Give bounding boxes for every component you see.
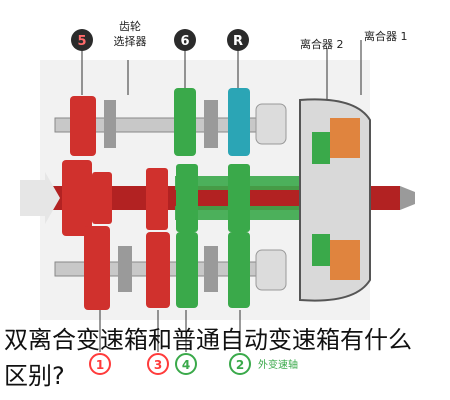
label-circle-2: 2 [229,353,251,375]
gear-main-d [176,164,198,232]
label-circle-1: 1 [89,353,111,375]
label-circle-r: R [227,29,249,51]
clutch-2-label: 离合器 2 [300,37,344,51]
label-circle-6: 6 [174,29,196,51]
question-caption: 双离合变速箱和普通自动变速箱有什么 区别? [4,322,446,394]
gear-main-e [228,164,250,232]
gear-4-lower [176,232,198,308]
top-leaders [81,40,362,110]
lower-bearing [255,249,287,291]
gear-6-upper [174,88,196,156]
caption-line-2: 区别? [4,362,65,390]
label-6-text: 6 [180,34,189,49]
clutch-1-label: 离合器 1 [364,29,408,43]
gear-1-lower [84,226,110,310]
selector-6r [204,100,218,148]
upper-bearing [255,103,287,145]
gear-r-upper [228,88,250,156]
gear-main-b [92,172,112,224]
label-circle-3: 3 [147,353,169,375]
gear-selector-label: 齿轮 选择器 [114,19,147,48]
label-3-text: 3 [154,358,162,372]
label-r-text: R [233,34,243,49]
bottom-leaders [99,310,241,352]
gear-main-a [62,160,92,236]
label-1-text: 1 [96,358,104,372]
clutch-1-lower [330,240,360,280]
label-2-text: 2 [236,358,244,372]
caption-line-1: 双离合变速箱和普通自动变速箱有什么 [4,326,412,354]
clutch-2-upper [312,132,330,164]
gear-5-upper [70,96,96,156]
selector-24 [204,246,218,292]
gear-2-lower [228,232,250,308]
label-4-text: 4 [182,358,190,372]
gear-main-c [146,168,168,230]
label-circle-4: 4 [175,353,197,375]
outer-shaft-label: 外变速轴 [258,358,298,371]
selector-13 [118,246,132,292]
selector-upper [104,100,116,148]
clutch-1-upper [330,118,360,158]
gear-selector-line2: 选择器 [114,34,147,48]
shaft-tip [400,186,415,210]
label-circle-5: 5 [71,29,93,51]
gear-selector-line1: 齿轮 [119,19,141,33]
label-5-text: 5 [77,34,86,49]
clutch-2-lower [312,234,330,266]
input-arrow [20,172,60,224]
gear-3-lower [146,232,170,308]
